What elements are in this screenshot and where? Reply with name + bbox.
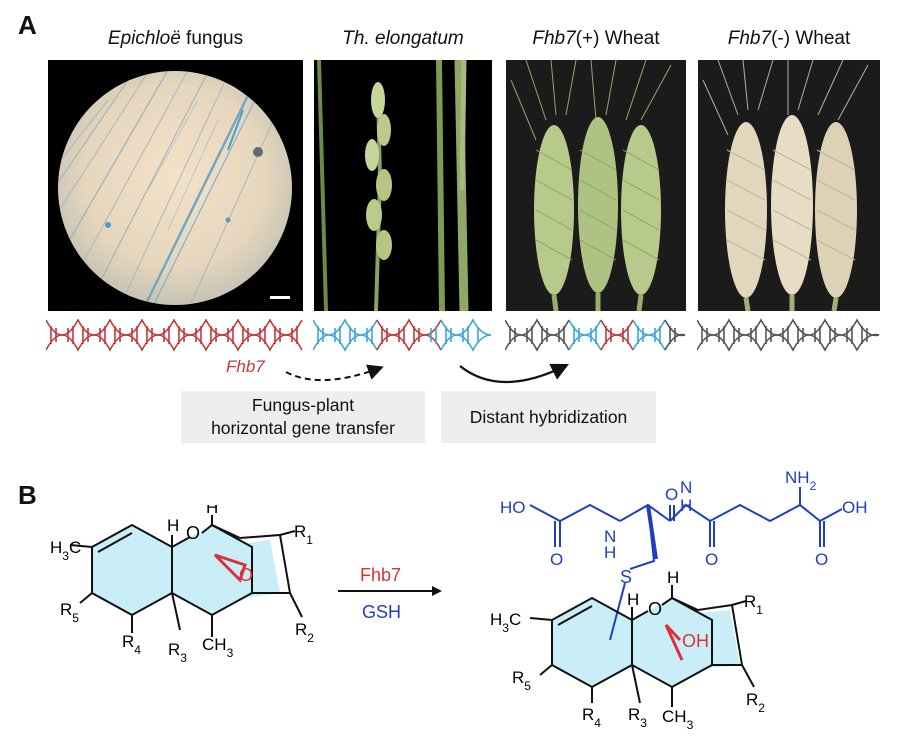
r4-label: R4: [122, 632, 141, 657]
reaction-arrow: [338, 586, 442, 596]
fhb7-minus-wheat-photo: [698, 60, 880, 311]
title-fhb7-minus-wheat: Fhb7(-) Wheat: [727, 28, 851, 49]
reactant-structure: H3C H H O O R1 R2 R3 R4 R5 CH3: [50, 505, 314, 665]
h-label: H: [627, 590, 639, 609]
ch3-label: CH3: [662, 707, 694, 732]
r5-label: R5: [60, 600, 79, 625]
fungal-dna-helix: [46, 318, 303, 352]
product-structure: HO O N H O N H O NH2 O OH S H3C H H O OH…: [490, 468, 868, 732]
r2-label: R2: [746, 690, 765, 715]
fhb7-gene-label: Fhb7: [226, 357, 265, 376]
gsh-label: GSH: [362, 602, 402, 622]
r3-label: R3: [168, 640, 187, 665]
r1-label: R1: [744, 592, 763, 617]
carbonyl-oxygen: O: [705, 550, 718, 569]
h3c-label: H3C: [490, 610, 521, 635]
amide-hydrogen: H: [604, 543, 616, 562]
enzyme-label: Fhb7: [360, 565, 402, 585]
h-label: H: [667, 568, 679, 587]
ho-label: HO: [500, 498, 526, 517]
amide-hydrogen: H: [680, 496, 692, 515]
oh-label: OH: [842, 498, 868, 517]
fhb7-plus-wheat-photo: [506, 60, 686, 311]
oh-product-label: OH: [682, 631, 709, 651]
title-fhb7-plus-wheat: Fhb7(+) Wheat: [532, 28, 660, 49]
ch3-label: CH3: [202, 635, 234, 660]
carbonyl-oxygen: O: [815, 550, 828, 569]
transfer-arrows: [285, 363, 569, 383]
ring-oxygen: O: [648, 599, 662, 619]
amide-nitrogen: N: [680, 478, 692, 497]
carbonyl-oxygen: O: [550, 550, 563, 569]
fhb7-plus-dna-helix: [505, 318, 686, 352]
h-label: H: [206, 505, 218, 517]
ring-oxygen: O: [186, 523, 200, 543]
hgt-label-box: Fungus-plant horizontal gene transfer: [181, 391, 425, 443]
fungus-micrograph: [48, 60, 303, 311]
title-epichloe: Epichloë fungus: [107, 28, 244, 49]
r2-label: R2: [295, 620, 314, 645]
panel-a-label: A: [18, 10, 37, 40]
fhb7-minus-dna-helix: [697, 318, 880, 352]
sulfur-label: S: [620, 567, 632, 587]
r1-label: R1: [294, 522, 313, 547]
epoxide-oxygen: O: [239, 565, 253, 585]
r4-label: R4: [582, 705, 601, 730]
h-label: H: [167, 516, 179, 535]
panel-b-label: B: [18, 480, 37, 510]
carbonyl-oxygen: O: [665, 485, 678, 504]
amide-nitrogen: N: [604, 527, 616, 546]
r5-label: R5: [512, 668, 531, 693]
title-th-elongatum: Th. elongatum: [342, 28, 464, 49]
r3-label: R3: [628, 705, 647, 730]
th-elongatum-photo: [314, 60, 492, 311]
h3c-label: H3C: [50, 538, 81, 563]
plant-dna-helix: [313, 318, 492, 352]
hybridization-label-box: Distant hybridization: [441, 391, 656, 443]
